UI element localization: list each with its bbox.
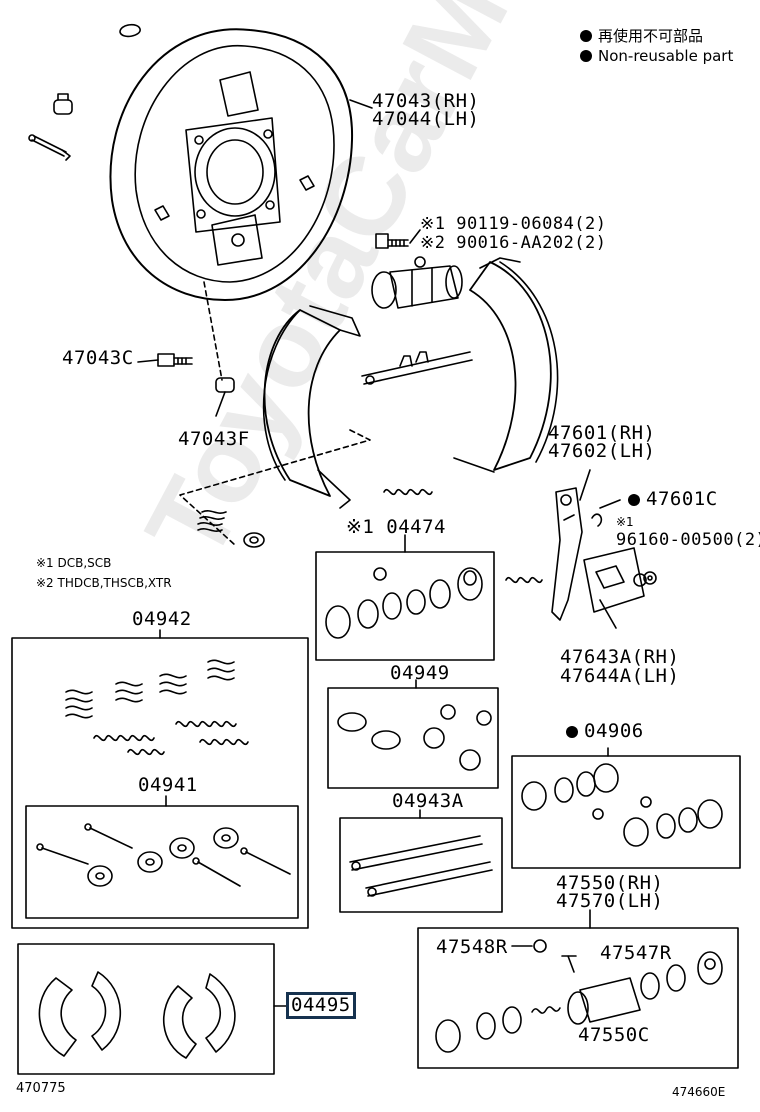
legend-text-en: Non-reusable part [598, 47, 734, 65]
part-47550[interactable]: 47550(RH) [556, 872, 664, 894]
bullet-icon [580, 50, 592, 62]
part-47601[interactable]: 47601(RH) [548, 422, 656, 444]
parking-brake-lever [551, 469, 591, 621]
figure-code-right: 474660E [672, 1085, 726, 1099]
part-96160[interactable]: 96160-00500(2) [616, 530, 760, 550]
part-04474[interactable]: ※1 04474 [346, 516, 446, 538]
part-bolt-1[interactable]: ※1 90119-06084(2) [420, 214, 607, 234]
part-04943A[interactable]: 04943A [392, 790, 464, 812]
part-bolt-2[interactable]: ※2 90016-AA202(2) [420, 233, 607, 253]
spring-set [65, 659, 249, 756]
leader-47043 [349, 99, 373, 109]
part-47644A[interactable]: 47644A(LH) [560, 665, 680, 687]
part-47601C[interactable]: 47601C [628, 490, 718, 509]
non-reusable-icon [566, 726, 578, 738]
pin [28, 134, 71, 161]
footnote-2: ※2 THDCB,THSCB,XTR [36, 576, 172, 590]
legend-text-jp: 再使用不可部品 [598, 27, 704, 45]
part-47550C[interactable]: 47550C [578, 1024, 650, 1046]
part-47043C[interactable]: 47043C [62, 347, 134, 369]
part-04495[interactable]: 04495 [286, 992, 356, 1019]
non-reusable-icon [628, 494, 640, 506]
part-04949[interactable]: 04949 [390, 662, 450, 684]
lever-plate [583, 547, 647, 629]
part-04906[interactable]: 04906 [566, 722, 644, 741]
hold-down-spring [197, 510, 227, 532]
box-04942 [11, 629, 309, 929]
bullet-icon [580, 30, 592, 42]
grommet [53, 93, 73, 115]
part-47601C-text: 47601C [646, 488, 718, 510]
box-04474 [315, 534, 495, 661]
box-04941 [25, 795, 299, 919]
figure-code-left: 470775 [16, 1081, 66, 1096]
bolt [375, 229, 421, 249]
part-47602[interactable]: 47602(LH) [548, 440, 656, 462]
backing-plate [109, 28, 354, 301]
anchor-nut [215, 377, 235, 417]
box-47550 [417, 909, 739, 1069]
part-47643A[interactable]: 47643A(RH) [560, 646, 680, 668]
box-04495 [17, 943, 293, 1075]
anchor-pin [137, 353, 193, 367]
box-04943A [339, 809, 503, 913]
box-04949 [327, 679, 499, 789]
part-47043F[interactable]: 47043F [178, 428, 250, 450]
part-47570[interactable]: 47570(LH) [556, 890, 664, 912]
wheel-cylinder-top [371, 256, 463, 309]
dashed-leader-2 [203, 281, 223, 381]
brake-shoe-right [453, 257, 559, 473]
part-04941[interactable]: 04941 [138, 774, 198, 796]
washer-clip [643, 571, 657, 585]
part-04942[interactable]: 04942 [132, 608, 192, 630]
part-47547R[interactable]: 47547R [600, 942, 672, 964]
small-spring [505, 576, 543, 584]
hold-down-cup [243, 532, 265, 548]
footnote-1: ※1 DCB,SCB [36, 556, 112, 570]
part-47043[interactable]: 47043(RH) [372, 90, 480, 112]
dashed-leader [179, 429, 371, 546]
part-47044[interactable]: 47044(LH) [372, 108, 480, 130]
return-spring-lower [383, 488, 433, 496]
c-washer [591, 513, 603, 527]
adjuster [361, 351, 473, 385]
box-04906 [511, 747, 741, 869]
legend-line-1: 再使用不可部品 [580, 29, 703, 44]
brake-shoe-left [262, 305, 361, 509]
clip-note: ※1 [616, 515, 634, 529]
part-04495-text: 04495 [291, 994, 351, 1016]
part-47548R[interactable]: 47548R [436, 936, 508, 958]
plug [119, 23, 141, 38]
legend-line-2: Non-reusable part [580, 49, 733, 64]
part-04906-text: 04906 [584, 720, 644, 742]
